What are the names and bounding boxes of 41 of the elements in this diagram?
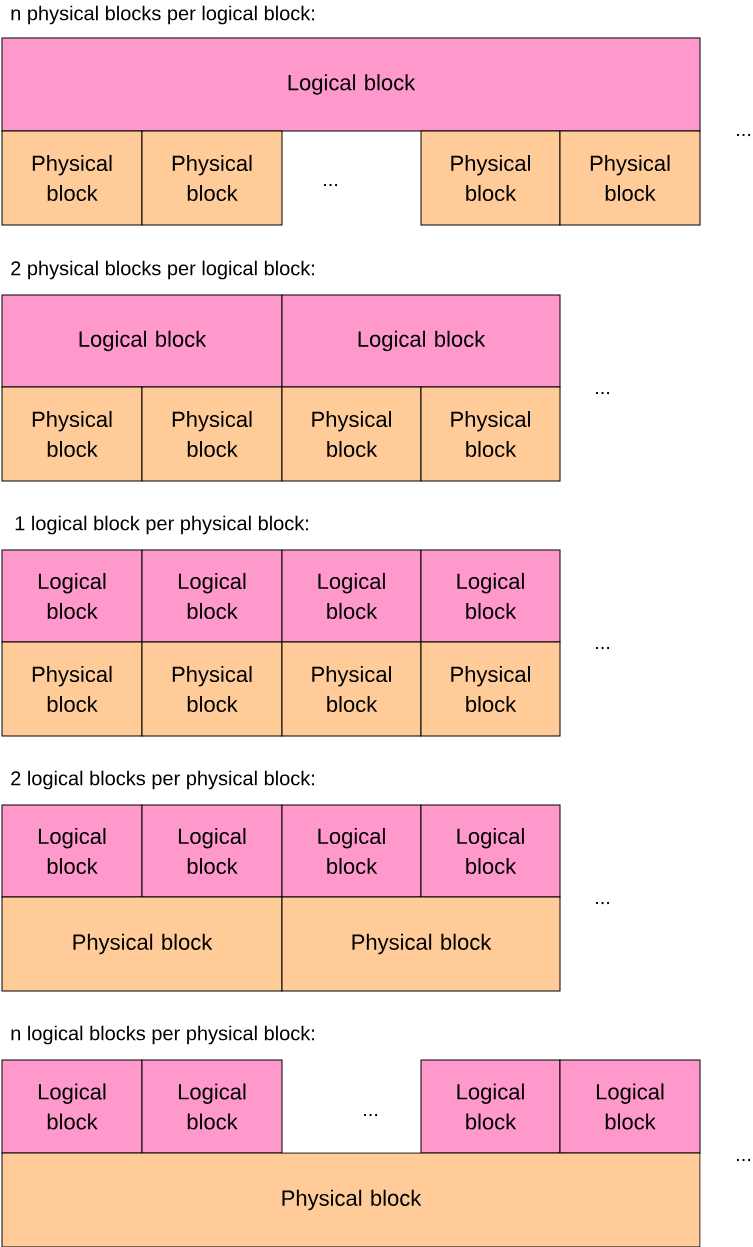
ellipsis: ... [737,1158,751,1162]
ellipsis: ... [324,183,338,187]
logical-block: Logical block [141,804,283,898]
logical-block: Logical block [559,1059,701,1154]
physical-block: Physical block [1,386,143,482]
section-heading: 2 physical blocks per logical block: [11,260,314,280]
ellipsis: ... [737,133,751,137]
ellipsis: ... [596,901,610,905]
physical-block: Physical block [420,130,561,226]
logical-block: Logical block [1,294,283,388]
logical-block: Logical block [281,804,422,898]
physical-block: Physical block [1,1152,701,1247]
section-heading: n logical blocks per physical block: [11,1025,314,1045]
logical-block: Logical block [420,804,561,898]
physical-block: Physical block [141,386,283,482]
logical-block: Logical block [420,1059,561,1154]
physical-block: Physical block [281,896,561,992]
ellipsis: ... [596,391,610,395]
physical-block: Physical block [559,130,701,226]
logical-block: Logical block [141,1059,283,1154]
logical-block: Logical block [1,37,701,132]
logical-block: Logical block [1,804,143,898]
logical-block: Logical block [1,1059,143,1154]
logical-block: Logical block [141,549,283,643]
logical-block: Logical block [281,294,561,388]
logical-block: Logical block [281,549,422,643]
ellipsis: ... [596,646,610,650]
physical-block: Physical block [420,641,561,737]
physical-block: Physical block [1,641,143,737]
physical-block: Physical block [281,641,422,737]
ellipsis: ... [364,1113,378,1117]
section-heading: 1 logical block per physical block: [15,515,308,535]
section-heading: 2 logical blocks per physical block: [11,770,314,790]
physical-block: Physical block [420,386,561,482]
physical-block: Physical block [141,130,283,226]
physical-block: Physical block [1,896,283,992]
physical-block: Physical block [281,386,422,482]
logical-block: Logical block [1,549,143,643]
physical-block: Physical block [1,130,143,226]
logical-block: Logical block [420,549,561,643]
physical-block: Physical block [141,641,283,737]
